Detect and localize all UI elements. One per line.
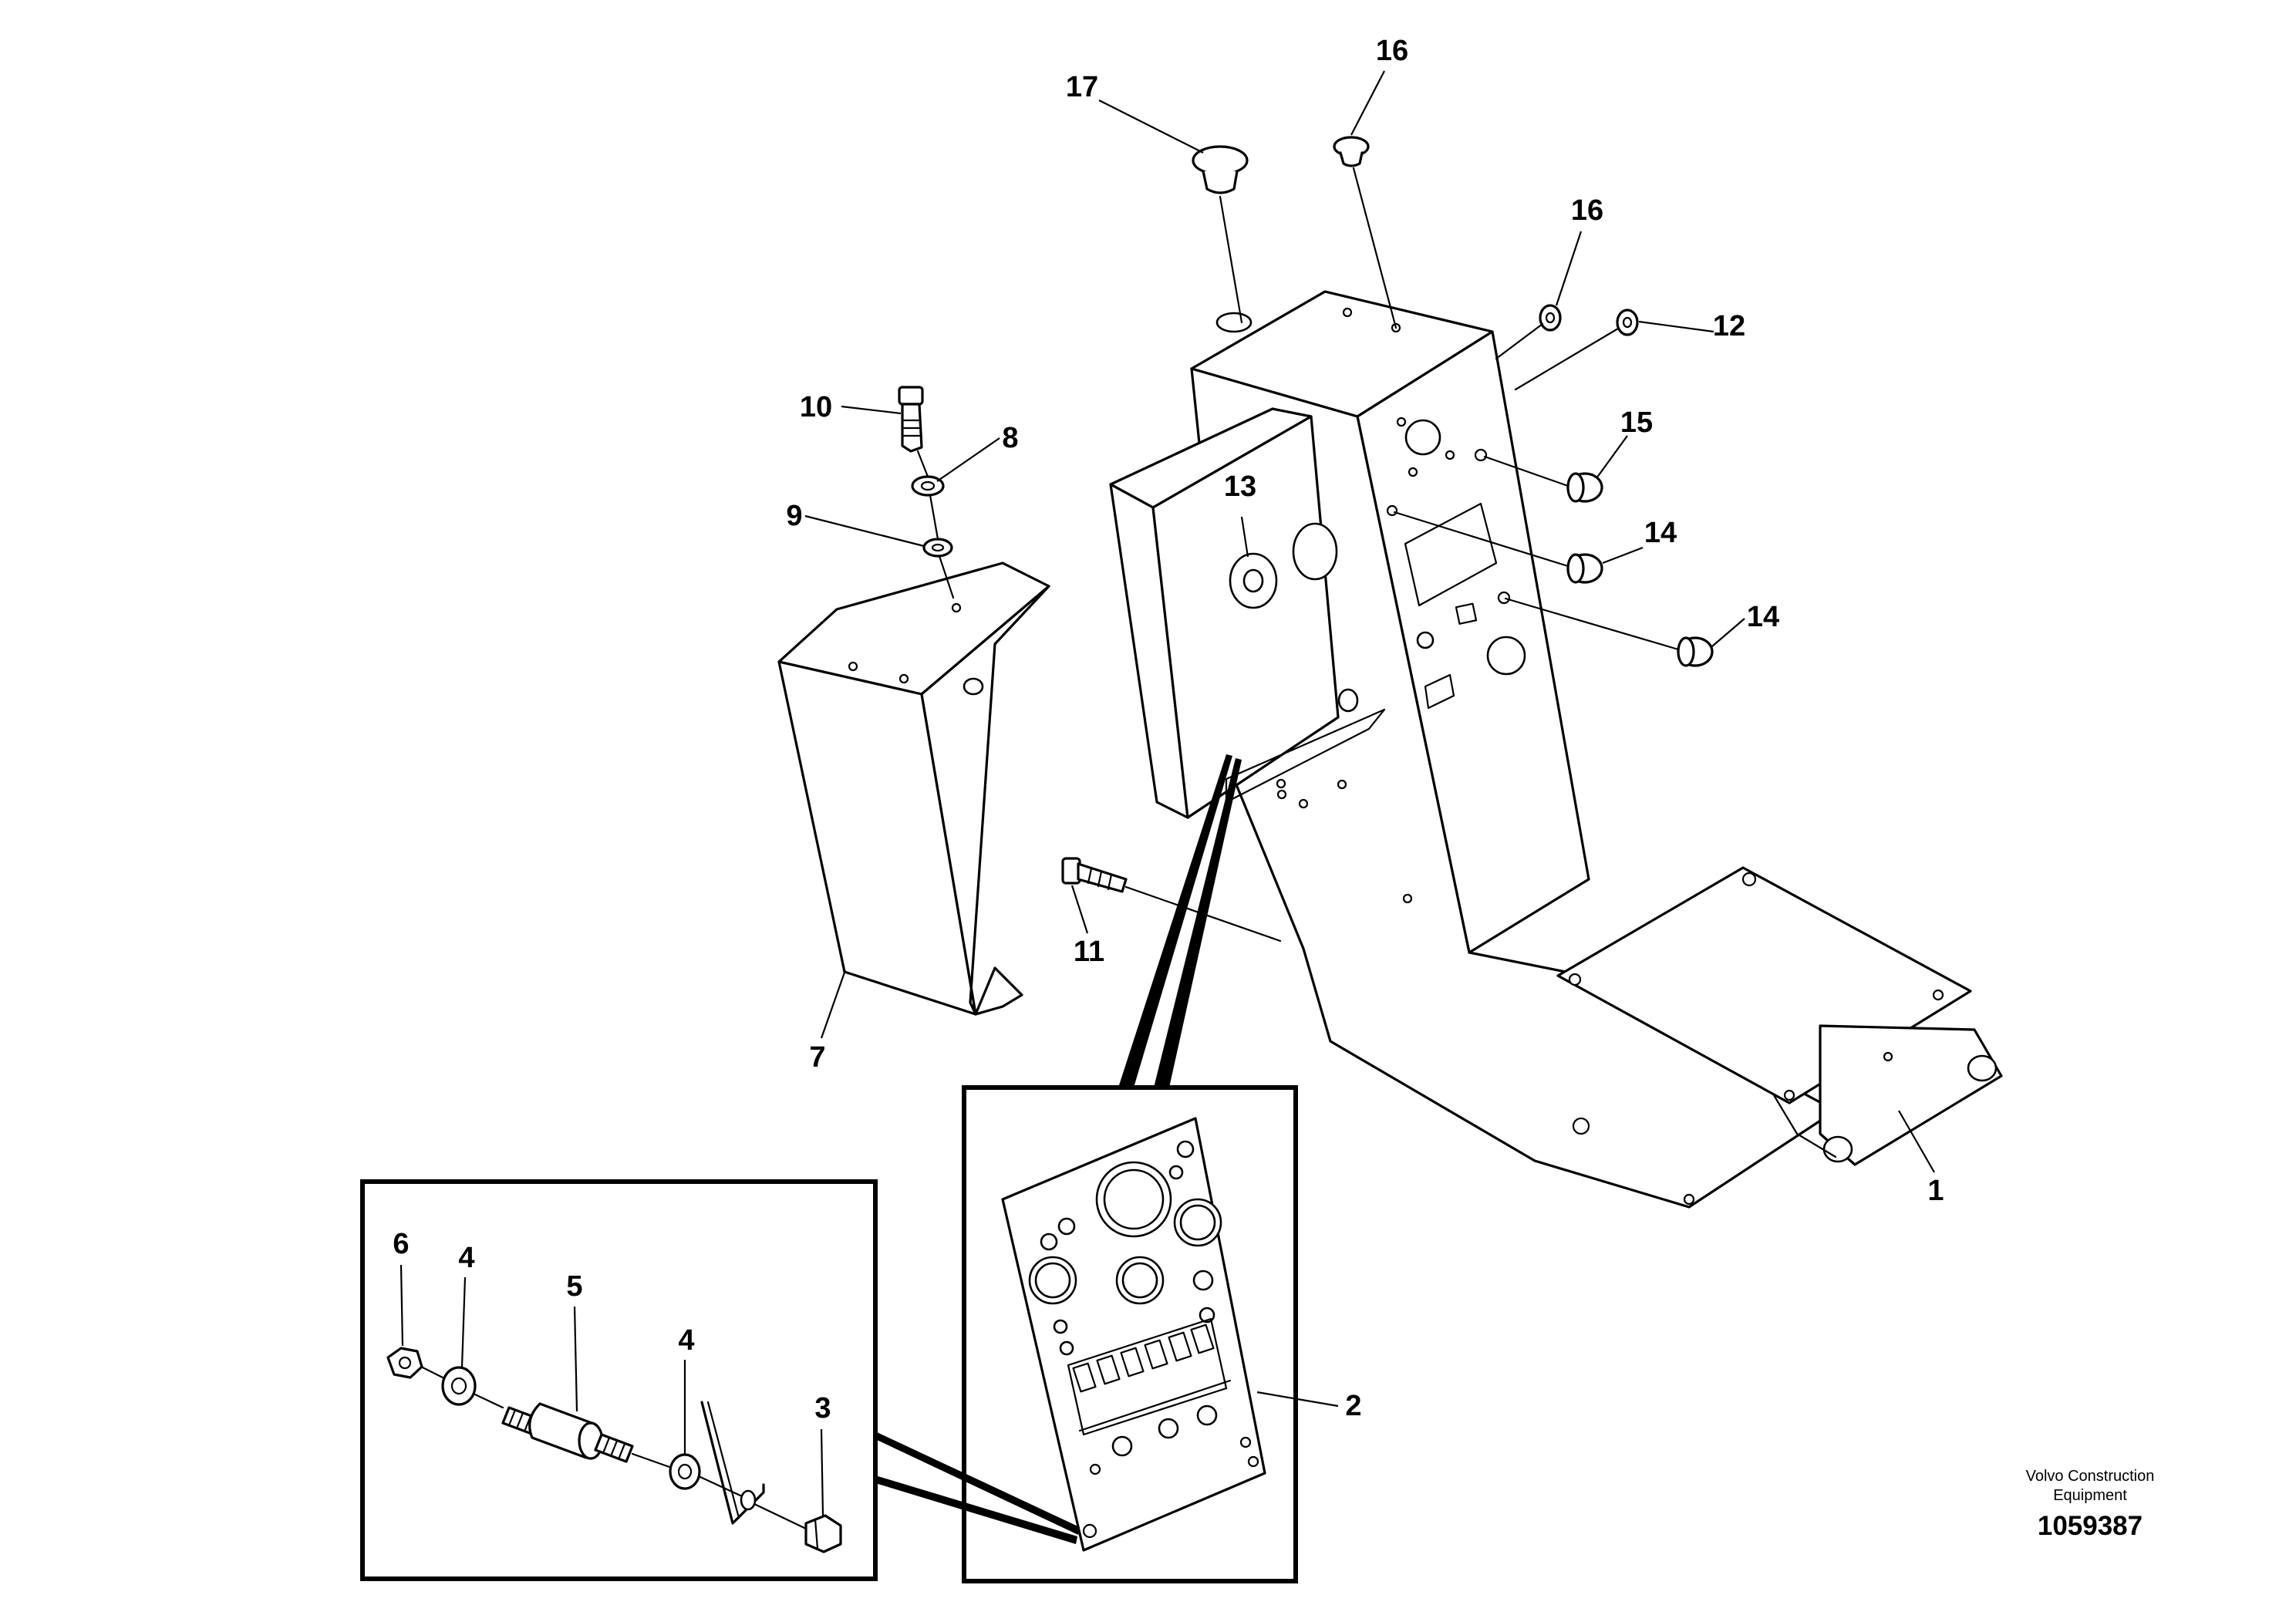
callout-6: 6 [393,1228,409,1260]
callout-17: 17 [1066,71,1098,103]
document-number: 1059387 [2038,1511,2143,1541]
washer-part-4-left [441,1366,477,1406]
bolt-part-11 [1061,857,1128,893]
callout-13: 13 [1224,470,1256,503]
callout-14-lower: 14 [1747,601,1779,633]
bolt-part-10 [898,386,924,453]
inset-a-connector [1118,754,1242,1088]
publisher-line-2: Equipment [2053,1487,2127,1504]
inset-b-connector [875,1431,1080,1544]
callout-1: 1 [1927,1175,1944,1207]
callout-2: 2 [1345,1390,1361,1422]
callout-14-upper: 14 [1644,517,1677,549]
plug-part-17 [1192,145,1249,194]
callout-16-top: 16 [1376,35,1408,67]
console-frame-part-1 [1190,290,2003,1209]
plug-part-16-side [1539,304,1562,332]
side-cover-part-7 [777,561,1050,1016]
washer-part-9 [922,538,953,558]
callout-3: 3 [814,1392,831,1425]
publisher-block: Volvo Construction Equipment 1059387 [2026,1468,2155,1541]
plug-part-16-top [1333,136,1370,167]
callout-labels: 17 16 16 12 15 14 14 13 10 8 9 11 7 1 2 … [393,35,1944,1425]
fastener-detail-inset [360,1179,878,1581]
callout-7: 7 [809,1041,825,1074]
callout-4-left: 4 [458,1242,474,1274]
callout-5: 5 [566,1270,582,1303]
instrument-panel-inset [962,1085,1298,1583]
inner-box-part-13 [1109,407,1386,819]
callout-11: 11 [1074,936,1104,968]
publisher-line-1: Volvo Construction [2026,1468,2155,1485]
callout-12: 12 [1713,310,1745,342]
plug-part-14-upper [1566,553,1603,584]
callout-10: 10 [800,391,832,423]
callout-4-right: 4 [678,1324,694,1357]
callout-9: 9 [786,500,802,532]
plug-part-12 [1616,309,1639,336]
leader-lines [400,70,1935,1516]
nut-part-6 [386,1347,423,1379]
callout-15: 15 [1620,406,1653,439]
panel-section [700,1401,765,1525]
plug-part-15 [1566,472,1603,503]
callout-8: 8 [1002,422,1018,454]
spacer-part-5 [501,1402,634,1463]
washer-part-4-right [669,1453,701,1490]
bolt-part-3 [804,1514,842,1553]
plug-part-14-lower [1677,636,1714,667]
callout-16-side: 16 [1571,194,1603,227]
